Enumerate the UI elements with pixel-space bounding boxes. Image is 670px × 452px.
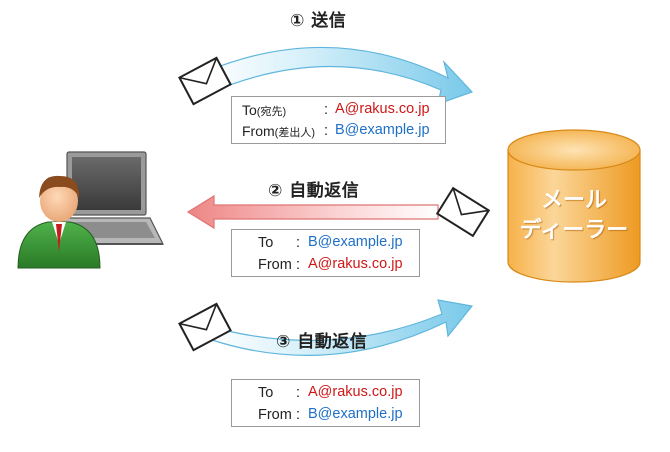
from-address: B@example.jp [335, 122, 430, 138]
arrow-auto-reply [207, 299, 474, 356]
dealer-label-line1: メール [540, 188, 607, 213]
from-separator: : [296, 407, 301, 423]
from-separator: : [324, 123, 329, 139]
to-address: A@rakus.co.jp [308, 384, 403, 400]
from-address: A@rakus.co.jp [308, 256, 403, 272]
to-row: To(宛先) [242, 102, 286, 119]
envelope-icon [178, 56, 232, 106]
mail-dealer-cylinder [507, 129, 641, 283]
from-address: B@example.jp [308, 406, 403, 422]
step-1-label: ① 送信 [290, 11, 347, 31]
dealer-label-line2: ディーラー [519, 218, 629, 243]
to-label: To [258, 385, 274, 401]
step-2-label: ② 自動返信 [268, 181, 360, 201]
to-label: To [258, 235, 274, 251]
to-label: To [242, 102, 257, 118]
envelope-icon [435, 186, 491, 238]
envelope-icon [178, 302, 232, 352]
address-box-reply: To : B@example.jp From : A@rakus.co.jp [231, 229, 420, 277]
to-note: (宛先) [256, 106, 287, 118]
from-label: From [258, 407, 292, 423]
to-separator: : [296, 385, 301, 401]
from-note: (差出人) [274, 127, 315, 139]
step-3-label: ③ 自動返信 [276, 332, 368, 352]
from-label: From [242, 123, 275, 139]
from-label: From [258, 257, 292, 273]
arrow-reply [186, 194, 439, 230]
to-address: B@example.jp [308, 234, 403, 250]
to-separator: : [324, 102, 329, 118]
address-box-auto-reply: To : A@rakus.co.jp From : B@example.jp [231, 379, 420, 427]
from-row: From(差出人) [242, 123, 315, 140]
address-box-send: To(宛先) : A@rakus.co.jp From(差出人) : B@exa… [231, 96, 446, 144]
to-address: A@rakus.co.jp [335, 101, 430, 117]
from-separator: : [296, 257, 301, 273]
user-icon [17, 175, 101, 269]
to-separator: : [296, 235, 301, 251]
arrow-send [204, 46, 474, 105]
